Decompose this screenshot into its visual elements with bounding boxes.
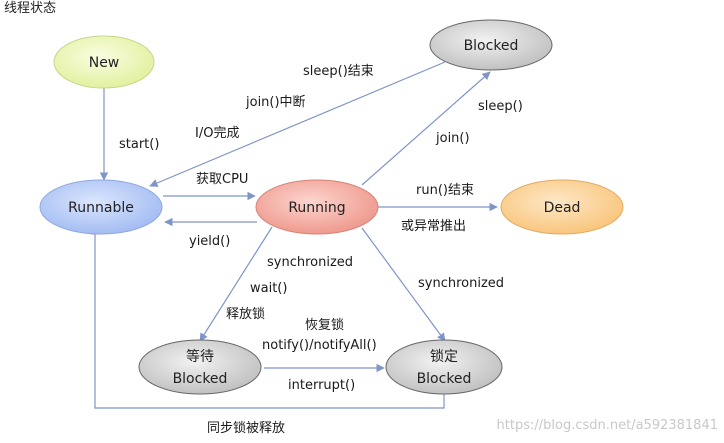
label-sleep-end: sleep()结束 <box>303 64 374 79</box>
node-dead-label: Dead <box>544 200 581 216</box>
node-new: New <box>53 35 155 89</box>
label-io-done: I/O完成 <box>195 126 239 141</box>
page-title: 线程状态 <box>4 1 57 16</box>
node-dead: Dead <box>500 179 624 235</box>
label-interrupt: interrupt() <box>288 378 355 393</box>
node-running: Running <box>255 179 379 235</box>
node-runnable: Runnable <box>39 179 163 235</box>
label-yield: yield() <box>189 234 230 249</box>
label-join-interrupt: join()中断 <box>245 95 306 110</box>
watermark: https://blog.csdn.net/a592381841 <box>496 418 718 433</box>
label-sleep: sleep() <box>478 99 523 114</box>
label-synchronized-left: synchronized <box>267 255 353 270</box>
node-lock-label-1: 锁定 <box>430 349 458 365</box>
node-wait-blocked: 等待 Blocked <box>138 339 262 395</box>
node-blocked-top-label: Blocked <box>464 38 519 54</box>
label-wait: wait() <box>250 281 287 296</box>
node-wait-label-1: 等待 <box>186 348 214 365</box>
label-synchronized-right: synchronized <box>418 276 504 291</box>
label-join: join() <box>435 131 470 146</box>
node-wait-label-2: Blocked <box>173 371 228 387</box>
edge-synchronized-lock <box>361 227 446 342</box>
node-blocked-top: Blocked <box>429 19 553 71</box>
edge-sync-released <box>90 226 445 409</box>
label-restore-lock: 恢复锁 <box>305 317 344 333</box>
node-lock-label-2: Blocked <box>417 371 472 387</box>
label-get-cpu: 获取CPU <box>196 172 248 187</box>
node-lock-blocked: 锁定 Blocked <box>385 339 503 395</box>
label-notify: notify()/notifyAll() <box>262 338 377 353</box>
edge-wait <box>199 226 273 342</box>
node-runnable-label: Runnable <box>68 200 134 216</box>
edge-running-to-blocked <box>361 71 491 186</box>
edge-blocked-to-runnable <box>149 61 446 187</box>
node-running-label: Running <box>288 200 345 216</box>
node-new-label: New <box>89 55 120 71</box>
label-start: start() <box>119 137 159 152</box>
label-exception-exit: 或异常推出 <box>401 219 466 234</box>
label-release-lock: 释放锁 <box>226 306 265 322</box>
label-sync-released: 同步锁被释放 <box>207 420 285 436</box>
label-run-end: run()结束 <box>416 183 474 198</box>
